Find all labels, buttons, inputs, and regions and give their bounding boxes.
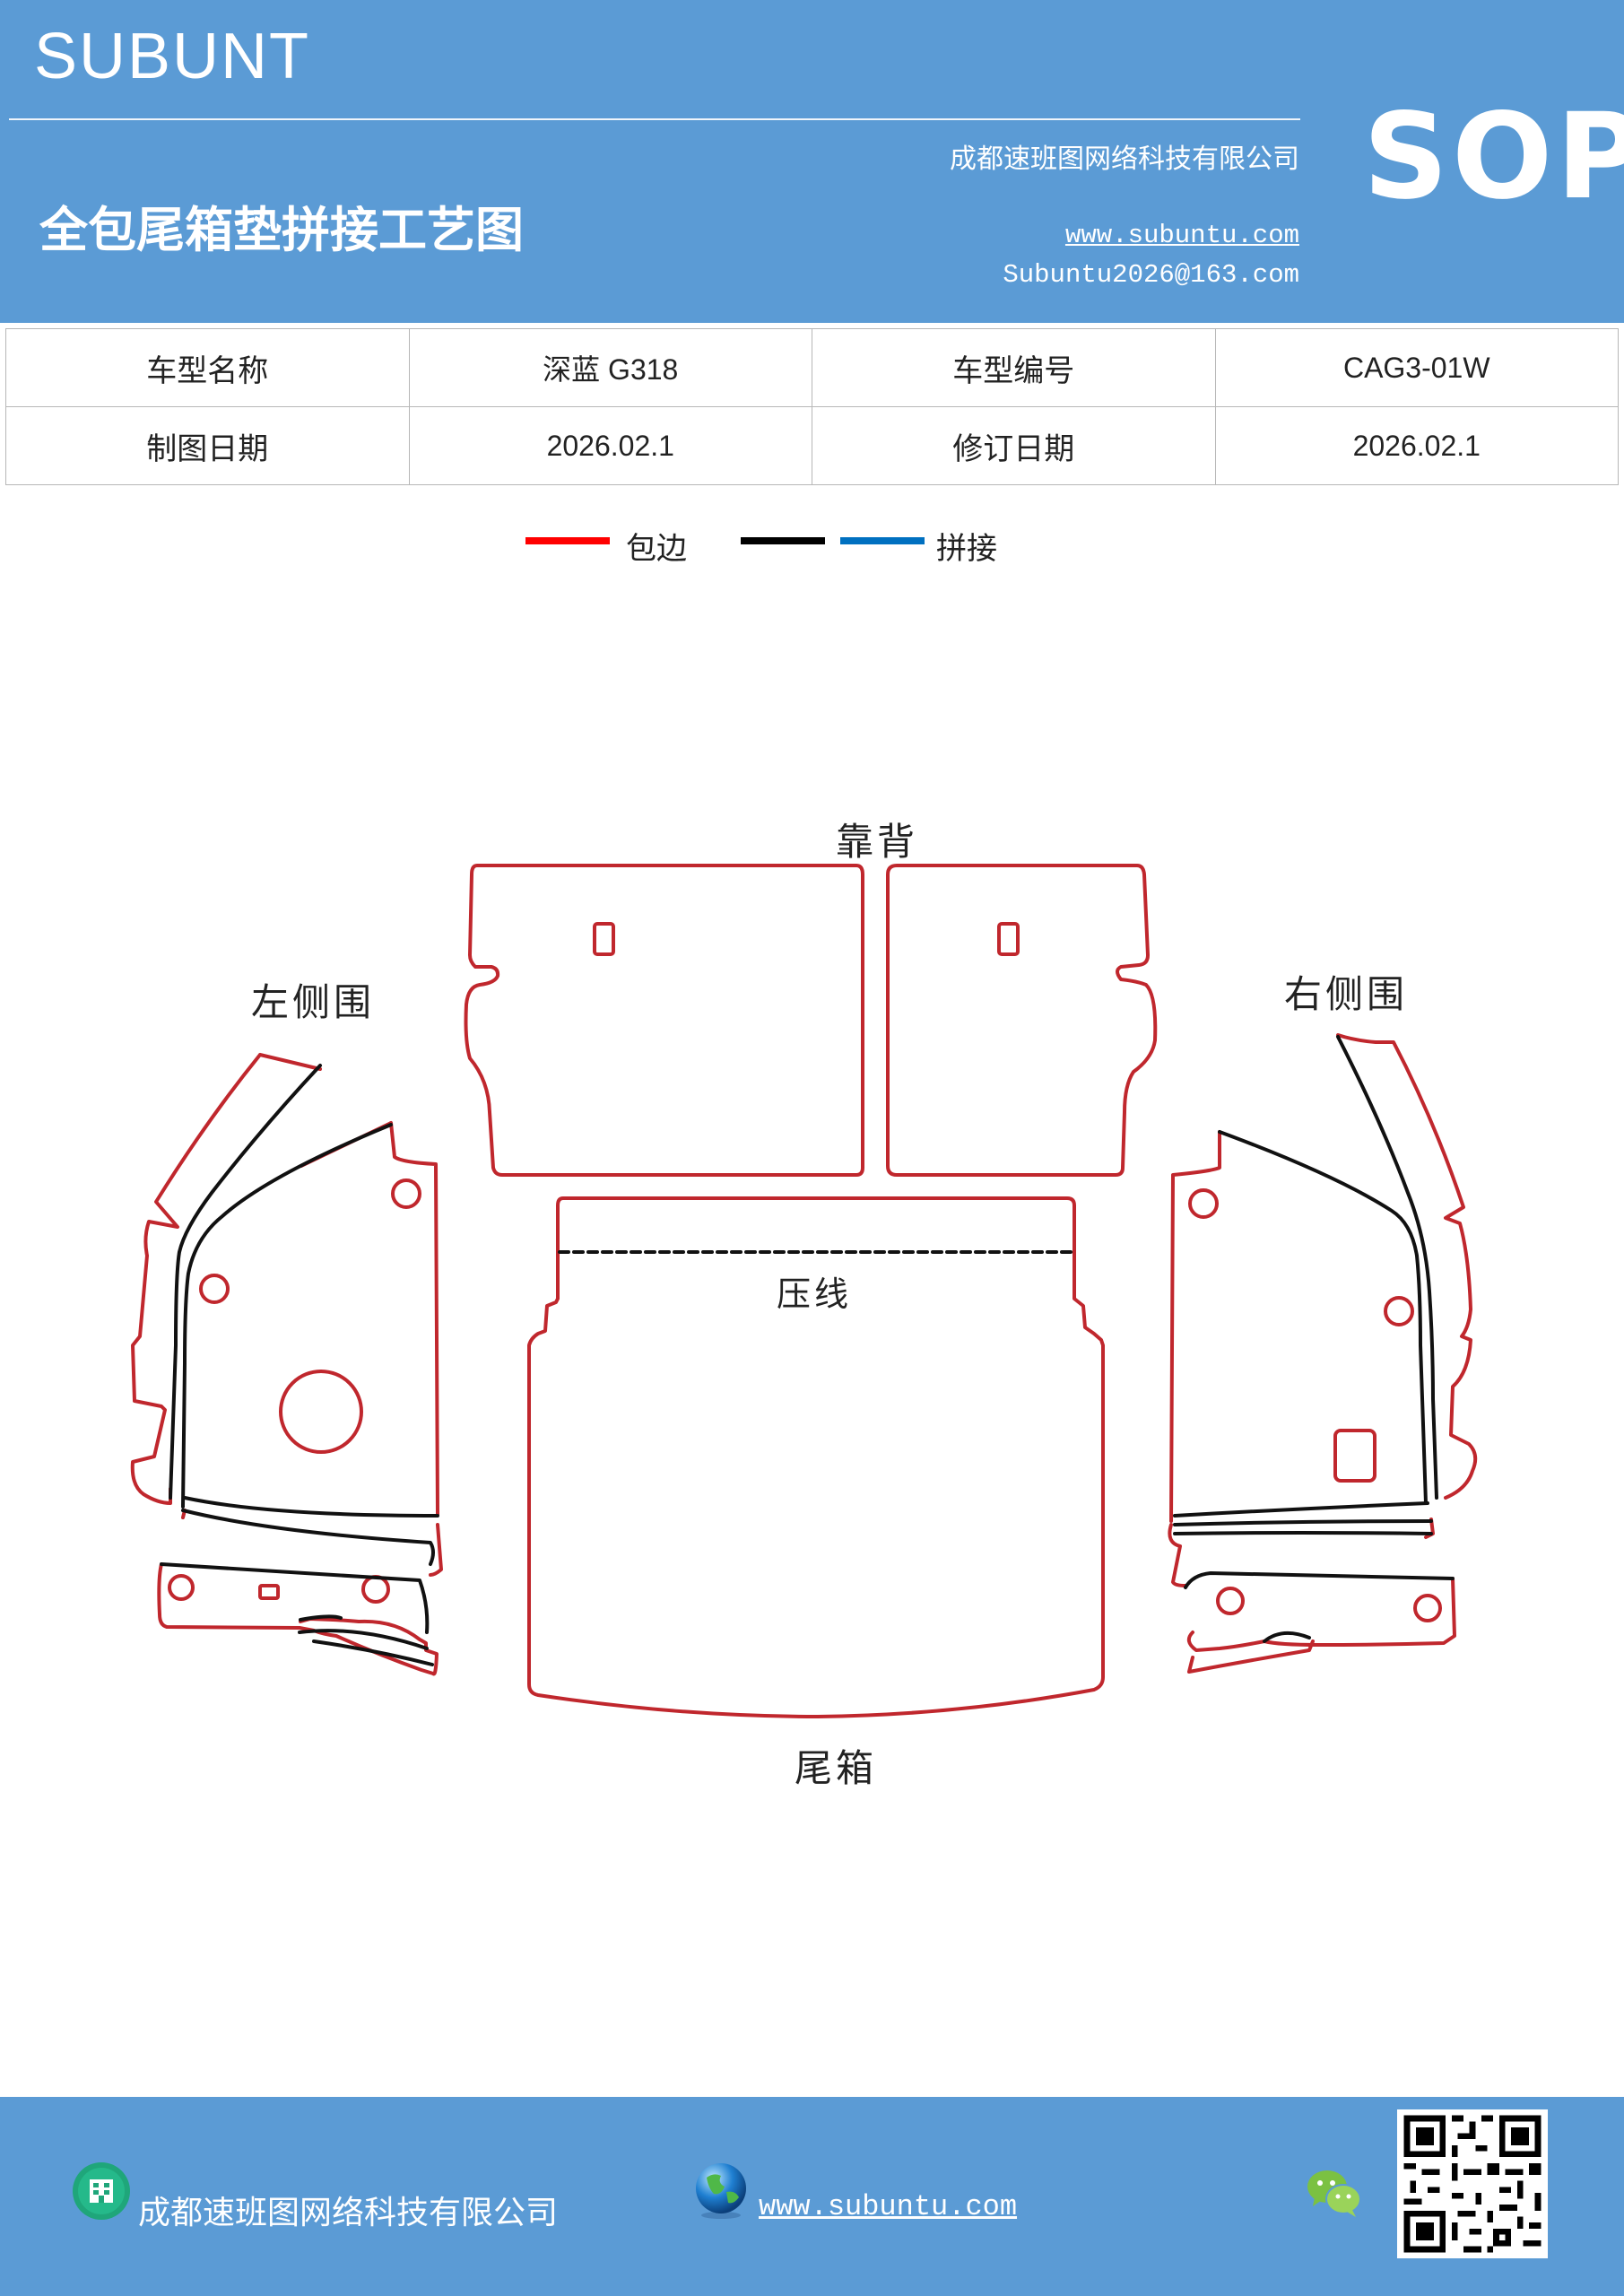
right-inner-seam-b [1218, 1130, 1428, 1505]
table-cell-value: CAG3-01W [1214, 328, 1619, 407]
qr-code [1397, 2109, 1548, 2258]
right-side-hole-small [1188, 1188, 1219, 1219]
left-side-hole-small [391, 1178, 421, 1209]
right-bracket-top [1184, 1571, 1455, 1589]
right-bottom-seam-c [1173, 1531, 1433, 1535]
left-small-seam [299, 1614, 343, 1622]
legend-swatch-black [741, 537, 825, 544]
legend-swatch-red [525, 537, 610, 544]
right-bracket-seam [1263, 1631, 1311, 1643]
sop-badge: SOP [1363, 88, 1624, 226]
legend-label: 拼接 [936, 531, 997, 567]
left-bottom-bracket [157, 1562, 439, 1676]
left-bracket-hole-a [168, 1574, 195, 1601]
left-bottom-seam-b [181, 1509, 435, 1566]
left-side-hole-large [279, 1370, 363, 1454]
right-side-slot [1333, 1429, 1376, 1483]
backrest-right-slot [997, 922, 1020, 956]
right-bottom-seam-b [1173, 1519, 1433, 1526]
right-side-hole-medium [1384, 1296, 1414, 1326]
table-cell-label: 修订日期 [812, 406, 1216, 485]
left-bottom-seam-a [183, 1496, 439, 1518]
right-bracket-hole-a [1216, 1587, 1245, 1615]
footer-company: 成都速班图网络科技有限公司 [138, 2195, 559, 2231]
left-bracket-hole-b [361, 1575, 390, 1604]
table-row: 车型名称 深蓝 G318 车型编号 CAG3-01W [5, 328, 1619, 407]
left-side-main-edge [300, 1121, 439, 1516]
trunk-floor-panel [527, 1196, 1105, 1718]
vehicle-info-table: 车型名称 深蓝 G318 车型编号 CAG3-01W 制图日期 2026.02.… [5, 328, 1619, 485]
left-inner-seam-a [169, 1064, 322, 1500]
header-company: 成都速班图网络科技有限公司 [950, 144, 1299, 175]
right-bottom-seam-a [1173, 1501, 1429, 1518]
table-cell-label: 车型编号 [812, 328, 1216, 407]
backrest-left-panel [464, 864, 864, 1177]
backrest-left-slot [593, 922, 615, 956]
footer-website-link[interactable]: www.subuntu.com [759, 2190, 1018, 2223]
header-website-link[interactable]: www.subuntu.com [1064, 221, 1299, 250]
right-side-main-edge [1168, 1130, 1221, 1587]
label-backrest: 靠背 [836, 820, 919, 864]
label-press-line: 压线 [777, 1274, 853, 1314]
brand-name: SUBUNT [34, 21, 311, 92]
table-row: 制图日期 2026.02.1 修订日期 2026.02.1 [5, 406, 1619, 485]
left-bracket-lower-seam [312, 1639, 434, 1666]
label-right-side: 右侧围 [1284, 972, 1409, 1016]
left-inner-seam-b [181, 1123, 393, 1509]
left-bracket-top [160, 1562, 430, 1634]
building-icon [73, 2162, 130, 2220]
left-bracket-slot [258, 1584, 280, 1600]
header-email: Subuntu2026@163.com [1003, 260, 1299, 290]
table-cell-value: 深蓝 G318 [408, 328, 812, 407]
globe-icon [696, 2163, 746, 2219]
right-side-outer-edge [1336, 1033, 1478, 1500]
legend-label: 包边 [626, 531, 687, 567]
left-side-outer-edge [130, 1053, 322, 1505]
backrest-right-panel [886, 864, 1158, 1177]
left-side-hole-medium [199, 1274, 230, 1304]
right-inner-seam-a [1336, 1035, 1438, 1500]
left-bracket-seam [298, 1629, 429, 1650]
right-bracket-hole-b [1413, 1594, 1442, 1622]
legend-swatch-blue [840, 537, 925, 544]
table-cell-label: 车型名称 [5, 328, 410, 407]
header-divider [9, 118, 1300, 120]
table-cell-label: 制图日期 [5, 406, 410, 485]
right-lower-edge [1186, 1518, 1456, 1652]
legend: 包边 拼接 [0, 520, 1624, 574]
right-bottom-strip-edge [1187, 1639, 1315, 1674]
wechat-icon [1307, 2170, 1361, 2217]
label-trunk: 尾箱 [795, 1746, 878, 1790]
label-left-side: 左侧围 [251, 980, 376, 1024]
header-banner: SUBUNT 成都速班图网络科技有限公司 全包尾箱垫拼接工艺图 www.subu… [0, 0, 1624, 323]
table-cell-value: 2026.02.1 [408, 406, 812, 485]
table-cell-value: 2026.02.1 [1214, 406, 1619, 485]
page-title: 全包尾箱垫拼接工艺图 [39, 202, 524, 258]
footer-banner: 成都速班图网络科技有限公司 www.subuntu.com [0, 2097, 1624, 2296]
